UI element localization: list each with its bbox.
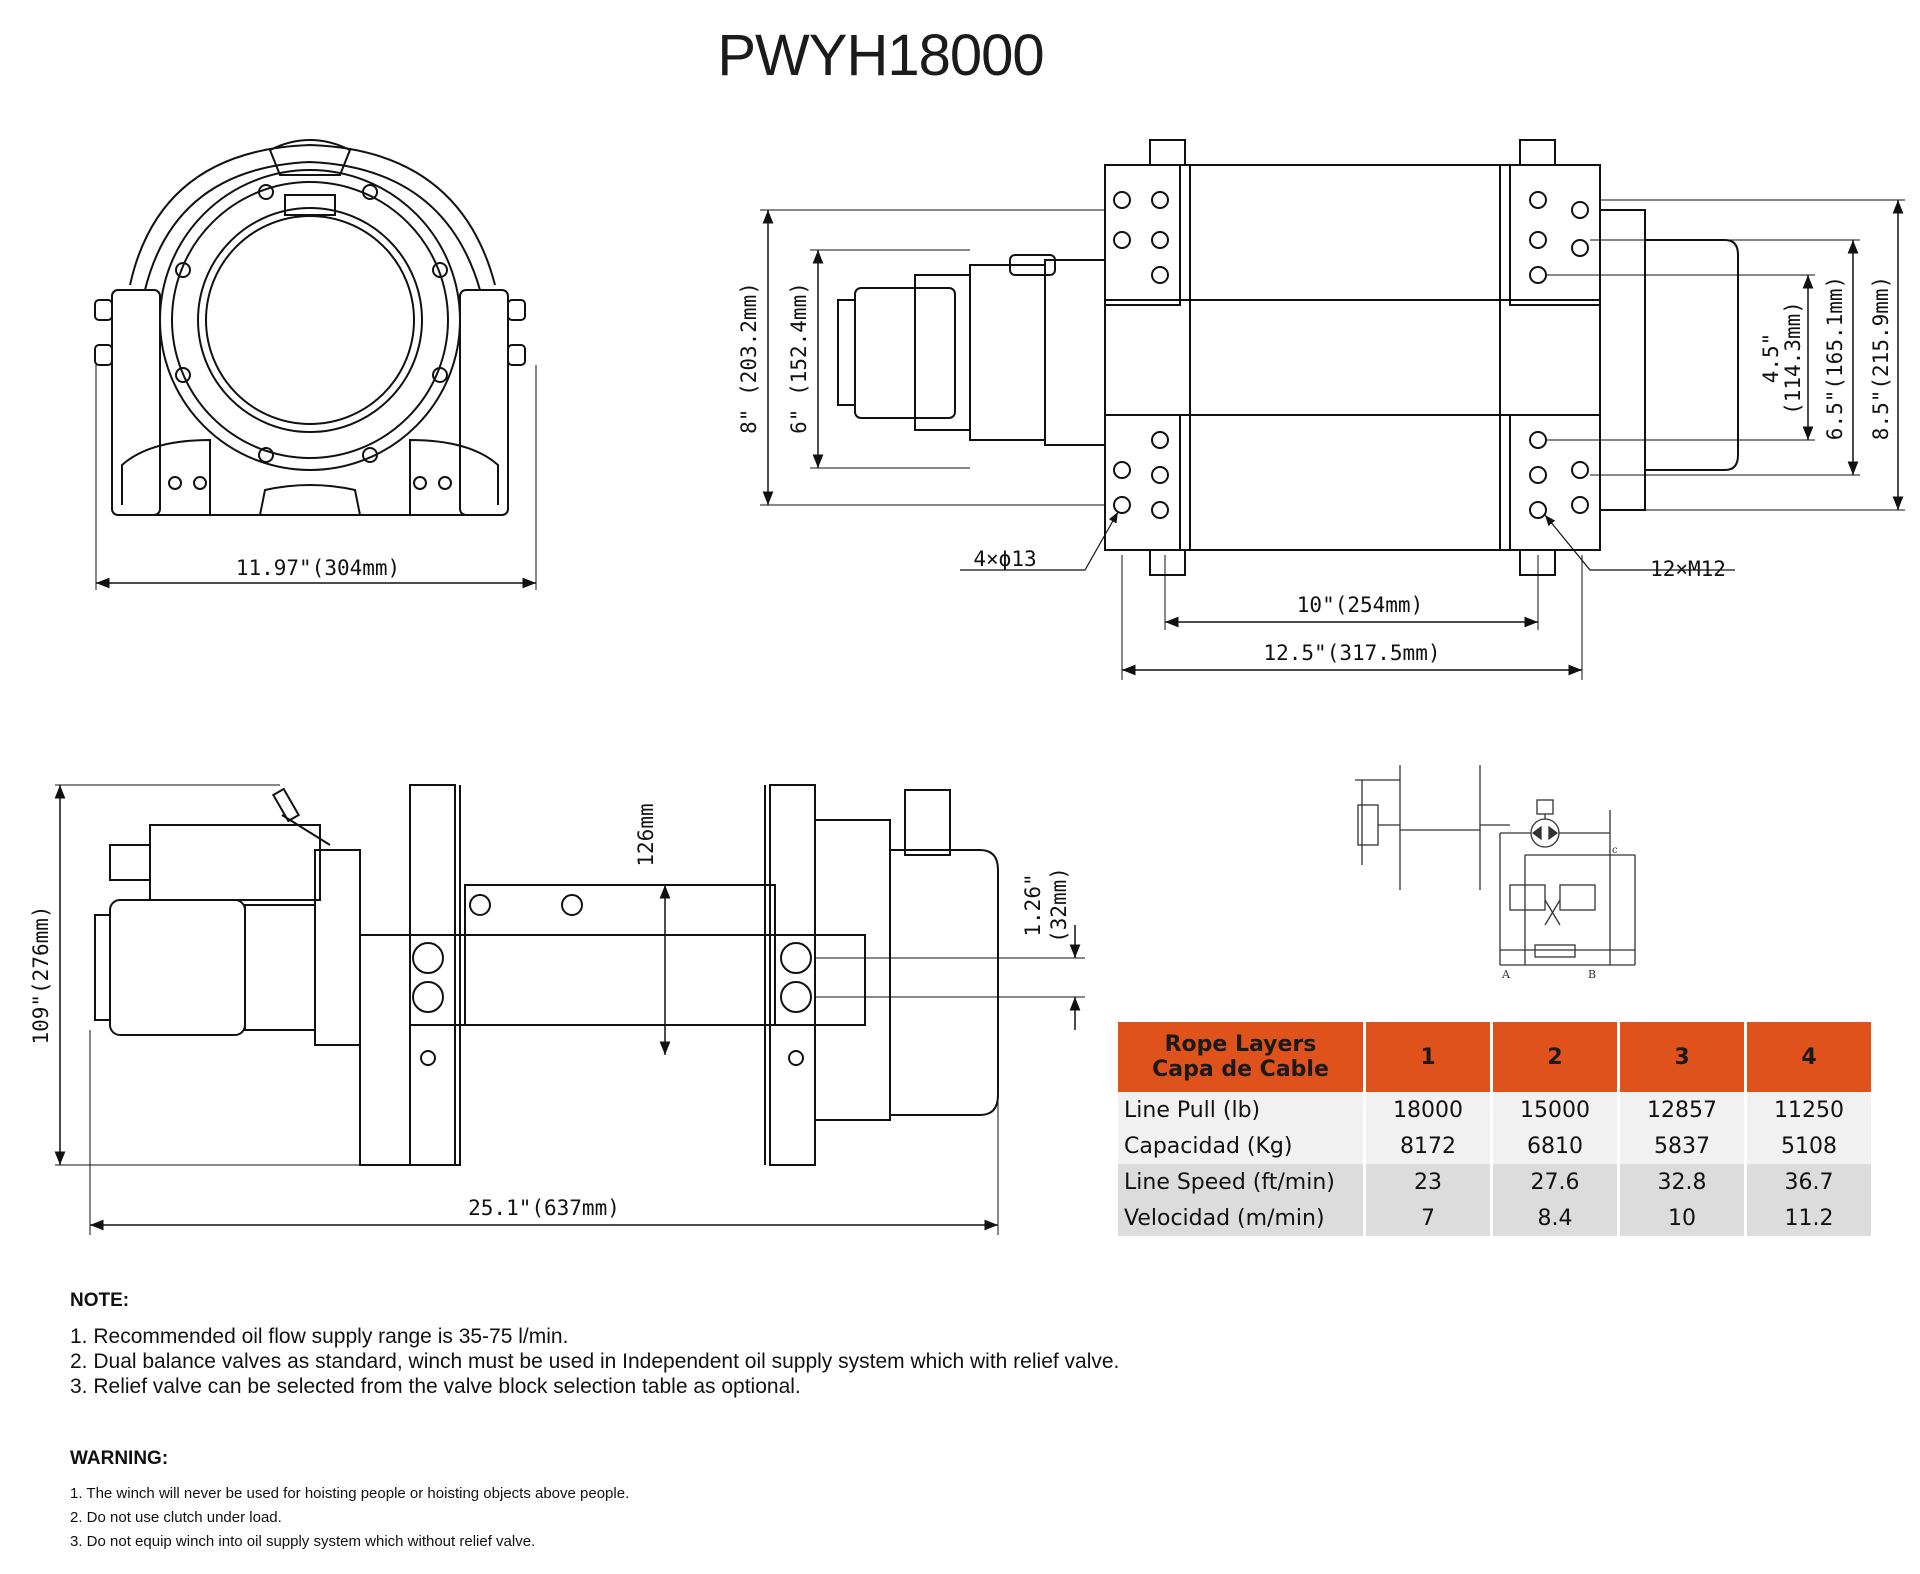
- table-header-row: Rope Layers Capa de Cable 1 2 3 4: [1118, 1022, 1874, 1092]
- table-cell: 36.7: [1745, 1164, 1874, 1200]
- side-view: [94, 784, 999, 1166]
- table-cell: 32.8: [1618, 1164, 1747, 1200]
- port-b-label: B: [1588, 968, 1596, 981]
- table-cell: 23: [1364, 1164, 1493, 1200]
- side-126in-label: 1.26": [1021, 873, 1045, 936]
- warning-section: WARNING: 1. The winch will never be used…: [70, 1448, 629, 1554]
- row-label: Velocidad (m/min): [1118, 1200, 1366, 1236]
- row-label: Line Speed (ft/min): [1118, 1164, 1366, 1200]
- height-45in-mm-label: (114.3mm): [1781, 301, 1805, 415]
- table-row: Line Speed (ft/min) 23 27.6 32.8 36.7: [1118, 1164, 1874, 1200]
- height-85in-label: 8.5"(215.9mm): [1869, 276, 1893, 440]
- table-cell: 5108: [1745, 1128, 1874, 1164]
- table-cell: 12857: [1618, 1092, 1747, 1128]
- table-row: Velocidad (m/min) 7 8.4 10 11.2: [1118, 1200, 1874, 1236]
- table-cell: 8.4: [1491, 1200, 1620, 1236]
- table-cell: 27.6: [1491, 1164, 1620, 1200]
- row-label: Line Pull (lb): [1118, 1092, 1366, 1128]
- table-cell: 10: [1618, 1200, 1747, 1236]
- table-cell: 11.2: [1745, 1200, 1874, 1236]
- height-8in-label: 8" (203.2mm): [737, 282, 761, 434]
- side-view-extension-lines: [55, 784, 1085, 1235]
- table-row: Capacidad (Kg) 8172 6810 5837 5108: [1118, 1128, 1874, 1164]
- side-length-label: 25.1"(637mm): [468, 1196, 620, 1220]
- hole-left-label: 4×ϕ13: [973, 547, 1036, 571]
- note-section: NOTE: 1. Recommended oil flow supply ran…: [70, 1290, 1160, 1399]
- rope-layers-header: Rope Layers Capa de Cable: [1118, 1022, 1366, 1092]
- table-cell: 6810: [1491, 1128, 1620, 1164]
- note-item: 3. Relief valve can be selected from the…: [70, 1375, 801, 1398]
- side-126mm-label: 126mm: [634, 803, 658, 866]
- layer-header: 2: [1491, 1022, 1620, 1092]
- hole-left-leader: [960, 511, 1119, 571]
- hole-right-leader: [1544, 514, 1735, 571]
- port-c-label: c: [1612, 845, 1618, 856]
- rope-layers-header-en: Rope Layers: [1164, 1032, 1317, 1057]
- row-label: Capacidad (Kg): [1118, 1128, 1366, 1164]
- layer-header: 4: [1745, 1022, 1874, 1092]
- width-10in-label: 10"(254mm): [1297, 593, 1423, 617]
- top-view-extension-lines: [760, 199, 1905, 680]
- rope-layers-header-es: Capa de Cable: [1152, 1057, 1329, 1082]
- table-cell: 5837: [1618, 1128, 1747, 1164]
- front-width-label: 11.97"(304mm): [236, 556, 400, 580]
- warning-item: 2. Do not use clutch under load.: [70, 1509, 282, 1526]
- hydraulic-schematic: [1355, 765, 1636, 966]
- warning-item: 3. Do not equip winch into oil supply sy…: [70, 1533, 536, 1550]
- height-45in-label: 4.5": [1759, 333, 1783, 384]
- layer-header: 3: [1618, 1022, 1747, 1092]
- table-row: Line Pull (lb) 18000 15000 12857 11250: [1118, 1092, 1874, 1128]
- width-125in-label: 12.5"(317.5mm): [1263, 641, 1440, 665]
- warning-item: 1. The winch will never be used for hois…: [70, 1485, 630, 1502]
- note-heading: NOTE:: [70, 1290, 130, 1311]
- table-cell: 8172: [1364, 1128, 1493, 1164]
- drawing-title: PWYH18000: [717, 23, 1044, 88]
- height-6in-label: 6" (152.4mm): [787, 282, 811, 434]
- note-item: 2. Dual balance valves as standard, winc…: [70, 1350, 1120, 1373]
- table-cell: 7: [1364, 1200, 1493, 1236]
- side-32mm-label: (32mm): [1047, 867, 1071, 943]
- height-65in-label: 6.5"(165.1mm): [1823, 276, 1847, 440]
- top-view: [837, 139, 1739, 576]
- table-cell: 11250: [1745, 1092, 1874, 1128]
- layer-header: 1: [1364, 1022, 1493, 1092]
- note-item: 1. Recommended oil flow supply range is …: [70, 1325, 569, 1348]
- port-a-label: A: [1501, 968, 1511, 981]
- table-cell: 18000: [1364, 1092, 1493, 1128]
- side-height-label: 109"(276mm): [29, 905, 53, 1044]
- hole-right-label: 12×M12: [1650, 557, 1726, 581]
- performance-table: Rope Layers Capa de Cable 1 2 3 4 Line P…: [1118, 1022, 1874, 1236]
- front-view: [94, 139, 537, 590]
- warning-heading: WARNING:: [70, 1448, 169, 1469]
- table-cell: 15000: [1491, 1092, 1620, 1128]
